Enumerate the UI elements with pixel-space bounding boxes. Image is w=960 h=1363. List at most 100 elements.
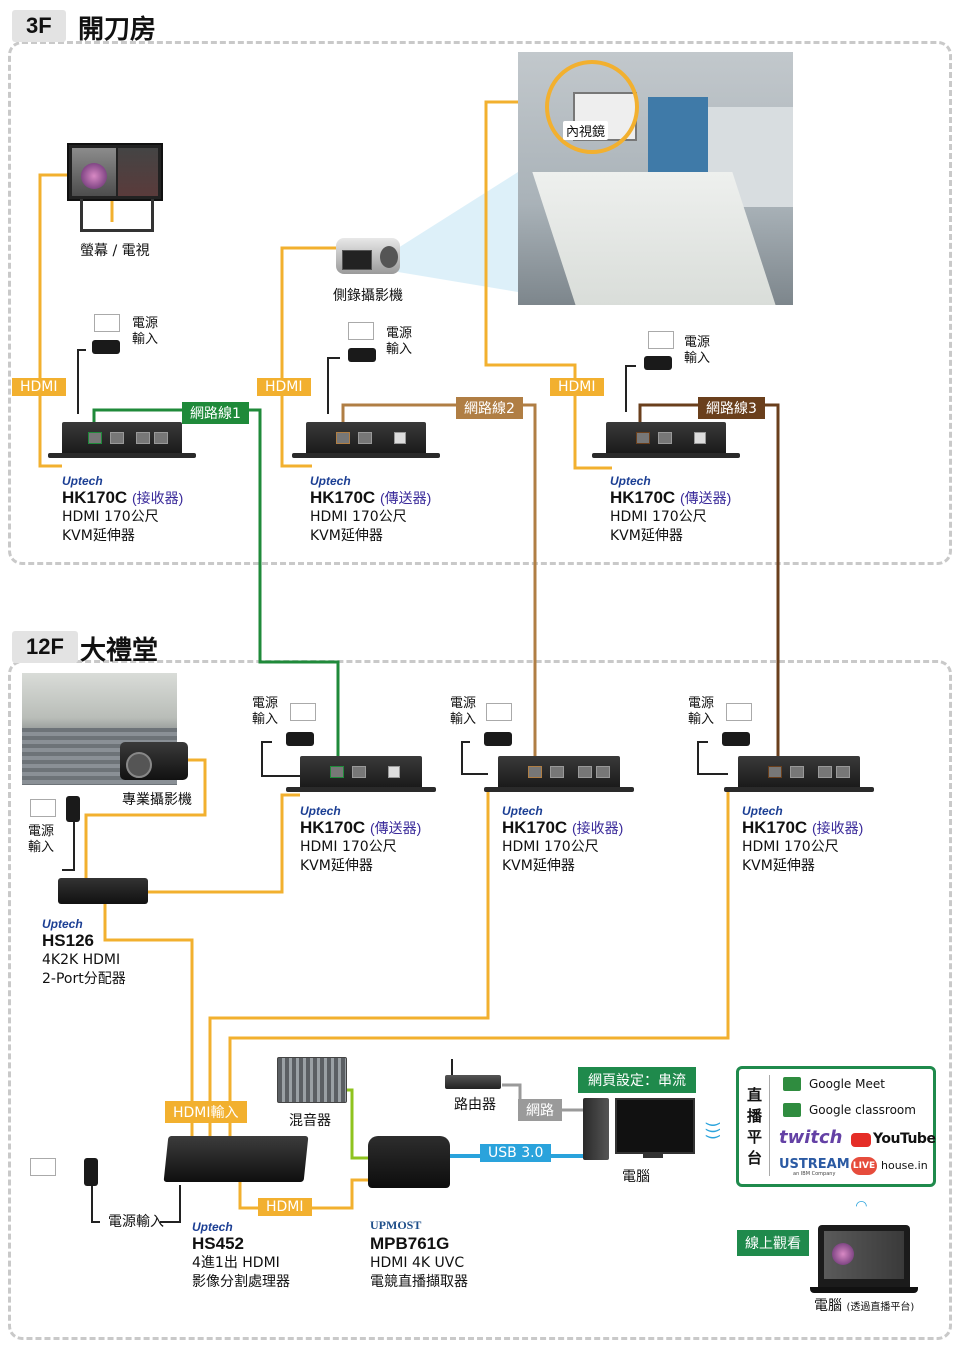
- housein-label: house.in: [881, 1159, 928, 1172]
- hdmi-tag: HDMI: [257, 378, 311, 396]
- pc-label: 電腦: [622, 1169, 650, 1185]
- power-label-c: 電源 輸入: [684, 335, 711, 366]
- kvm-b-desc: HDMI 170公尺 KVM延伸器: [310, 509, 407, 544]
- hdmi-input-tag: HDMI輸入: [165, 1101, 247, 1123]
- floor-12f-tag: 12F: [12, 631, 78, 663]
- kvm-c-desc: HDMI 170公尺 KVM延伸器: [610, 509, 707, 544]
- cable-net1: [92, 408, 340, 775]
- net3-tag: 網路線3: [698, 397, 765, 419]
- endoscope-highlight-circle: [545, 60, 639, 154]
- kvm-c-model: HK170C (傳送器): [610, 488, 732, 507]
- kvm-a-model: HK170C (接收器): [62, 488, 184, 507]
- kvm-f-brand: Uptech: [742, 804, 783, 818]
- kvm-b-brand: Uptech: [310, 474, 351, 488]
- power-label-d: 電源 輸入: [252, 696, 279, 727]
- cable-hdmi-pro-camera: [84, 758, 207, 880]
- kvm-receiver-f: [724, 756, 874, 792]
- kvm-e-brand: Uptech: [502, 804, 543, 818]
- endoscope-thumbnail-icon: [81, 163, 107, 189]
- youtube-label: YouTube: [873, 1131, 936, 1147]
- mixer-icon: [277, 1057, 347, 1103]
- hs126-desc: 4K2K HDMI 2-Port分配器: [42, 952, 126, 987]
- mpb761g-brand: UPMOST: [370, 1218, 422, 1232]
- camera-view-cone: [398, 172, 518, 292]
- kvm-transmitter-b: [292, 422, 440, 458]
- pro-camera-label: 專業攝影機: [122, 792, 192, 808]
- tv-stand-icon: [80, 199, 154, 232]
- hs452-processor-icon: [163, 1136, 309, 1182]
- mpb761g-desc: HDMI 4K UVC 電競直播擷取器: [370, 1255, 468, 1290]
- google-classroom-icon: [783, 1103, 801, 1117]
- ustream-logo: USTREAM: [779, 1157, 850, 1172]
- side-camera-icon: [336, 238, 400, 274]
- power-adapter-icon: [66, 796, 80, 822]
- pc-monitor-icon: [615, 1098, 695, 1154]
- power-adapter-icon: [92, 340, 120, 354]
- power-outlet-icon: [30, 1158, 56, 1176]
- mixer-label: 混音器: [289, 1113, 331, 1129]
- hs126-brand: Uptech: [42, 917, 83, 931]
- kvm-receiver-e: [484, 756, 634, 792]
- live-badge-icon: LIVE: [851, 1157, 877, 1175]
- cable-hdmi-splitter-out1: [140, 793, 300, 894]
- cable-hdmi-capture: [238, 1178, 372, 1210]
- network-tag: 網路: [518, 1099, 562, 1121]
- power-outlet-icon: [486, 703, 512, 721]
- kvm-e-model: HK170C (接收器): [502, 818, 624, 837]
- power-outlet-icon: [30, 799, 56, 817]
- kvm-transmitter-c: [592, 422, 740, 458]
- cable-hdmi-endoscope: [484, 100, 612, 470]
- kvm-e-role: (接收器): [571, 820, 624, 836]
- power-outlet-icon: [648, 331, 674, 349]
- pc-monitor-stand: [643, 1152, 663, 1158]
- capture-device-icon: [368, 1136, 450, 1188]
- kvm-d-role: (傳送器): [369, 820, 422, 836]
- power-adapter-icon: [484, 732, 512, 746]
- mpb761g-model: MPB761G: [370, 1234, 450, 1253]
- kvm-f-model: HK170C (接收器): [742, 818, 864, 837]
- power-adapter-icon: [348, 348, 376, 362]
- cable-hdmi-receiver-f: [228, 790, 730, 1140]
- cable-audio: [345, 1088, 372, 1160]
- kvm-d-model: HK170C (傳送器): [300, 818, 422, 837]
- hdmi-tag: HDMI: [12, 378, 66, 396]
- power-label-a: 電源 輸入: [132, 316, 159, 347]
- hs126-splitter-icon: [58, 878, 148, 904]
- wireless-icon: ))): [703, 1121, 723, 1140]
- kvm-c-brand: Uptech: [610, 474, 651, 488]
- hs126-model: HS126: [42, 931, 94, 950]
- google-meet-icon: [783, 1077, 801, 1091]
- google-meet-label: Google Meet: [809, 1077, 885, 1091]
- floor-12f-frame: [8, 660, 952, 1340]
- cable-net2: [341, 403, 537, 775]
- kvm-a-brand: Uptech: [62, 474, 103, 488]
- power-label-b: 電源 輸入: [386, 326, 413, 357]
- ustream-subtitle: an IBM Company: [793, 1171, 836, 1177]
- floor-3f-frame: [8, 41, 952, 565]
- hs452-model: HS452: [192, 1234, 244, 1253]
- tv-monitor: [67, 143, 163, 201]
- power-adapter-icon: [286, 732, 314, 746]
- net2-tag: 網路線2: [456, 397, 523, 419]
- power-label-f: 電源 輸入: [688, 696, 715, 727]
- kvm-b-model: HK170C (傳送器): [310, 488, 432, 507]
- online-view-tag: 線上觀看: [737, 1230, 809, 1256]
- kvm-e-desc: HDMI 170公尺 KVM延伸器: [502, 839, 599, 874]
- hs452-brand: Uptech: [192, 1220, 233, 1234]
- power-adapter-icon: [84, 1158, 98, 1186]
- tv-screen-right: [118, 148, 158, 196]
- power-outlet-icon: [290, 703, 316, 721]
- hdmi-tag: HDMI: [258, 1198, 312, 1216]
- auditorium-photo: [22, 673, 177, 785]
- hs452-desc: 4進1出 HDMI 影像分割處理器: [192, 1255, 290, 1290]
- laptop-icon: [818, 1225, 910, 1287]
- floor-3f-tag: 3F: [12, 10, 66, 42]
- pc-tower-icon: [583, 1098, 609, 1160]
- cable-hdmi-receiver-e: [208, 790, 490, 1140]
- kvm-receiver-a: [48, 422, 196, 458]
- power-adapter-icon: [644, 356, 672, 370]
- platform-title: 直 播 平 台: [747, 1086, 763, 1167]
- laptop-note: (透過直播平台): [846, 1302, 915, 1313]
- side-camera-label: 側錄攝影機: [333, 288, 403, 304]
- floor-3f-name: 開刀房: [78, 15, 157, 45]
